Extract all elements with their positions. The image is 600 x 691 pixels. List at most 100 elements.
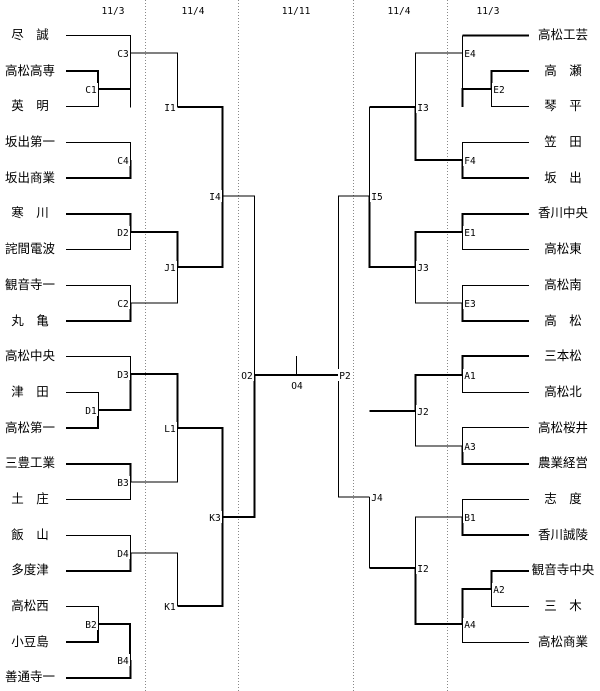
svg-text:J3: J3 [417,263,428,274]
match-label-b1: B1 [463,511,477,524]
svg-text:D2: D2 [117,228,128,239]
match-label-i2: I2 [416,562,430,575]
svg-text:J2: J2 [417,407,428,418]
team-name: 善通寺一 [5,669,55,684]
team-name: 寒 川 [11,205,49,220]
svg-text:I1: I1 [164,103,176,114]
svg-text:E4: E4 [464,49,476,60]
team-name: 観音寺一 [5,277,55,292]
match-label-d1: D1 [84,404,98,417]
svg-text:B4: B4 [117,656,129,667]
match-label-l1: L1 [163,422,177,435]
date-left-round1: 11/3 [102,6,125,17]
team-name: 丸 亀 [11,313,49,328]
svg-text:E3: E3 [464,299,475,310]
left-teams: 尽 誠 高松高専 英 明 坂出第一 坂出商業 寒 川 詫間電波 観音寺一 丸 亀… [5,27,56,684]
team-name: 志 度 [544,491,582,506]
date-right-round1: 11/3 [477,6,500,17]
match-label-b2: B2 [84,618,98,631]
svg-text:A2: A2 [493,585,504,596]
svg-text:A4: A4 [464,620,476,631]
team-name: 土 庄 [11,491,49,506]
team-name: 高松東 [544,241,582,256]
match-label-c4: C4 [116,154,130,167]
match-label-p2: P2 [338,369,352,382]
winner-lines [66,34,529,679]
team-name: 三本松 [544,348,582,363]
team-name: 高松南 [544,277,582,292]
svg-text:A1: A1 [464,371,476,382]
team-name: 高松北 [544,384,582,399]
match-label-o2: O2 [240,369,254,382]
svg-text:F4: F4 [464,156,476,167]
svg-text:J4: J4 [371,493,383,504]
team-name: 琴 平 [544,98,582,113]
team-name: 尽 誠 [11,27,49,42]
team-name: 飯 山 [11,527,49,542]
team-name: 高松第一 [5,420,55,435]
date-right-round2: 11/4 [388,6,411,17]
right-teams: 高松工芸 高 瀬 琴 平 笠 田 坂 出 香川中央 高松東 高松南 高 松 三本… [532,27,595,649]
match-label-i3: I3 [416,101,430,114]
match-label-f4: F4 [463,154,477,167]
team-name: 多度津 [11,562,49,577]
team-name: 高 瀬 [544,63,582,78]
match-label-i4: I4 [208,190,222,203]
team-name: 三豊工業 [5,455,56,470]
team-name: 笠 田 [544,134,582,149]
match-label-a2: A2 [492,583,506,596]
match-label-i5: I5 [370,190,384,203]
svg-text:B3: B3 [117,478,128,489]
svg-text:P2: P2 [339,371,350,382]
team-name: 香川中央 [538,205,589,220]
date-final: 11/11 [282,6,311,17]
match-label-e2: E2 [492,83,506,96]
bracket-lines [66,35,529,643]
svg-text:D4: D4 [117,549,129,560]
match-label-j1: J1 [163,261,177,274]
match-label-c3: C3 [116,47,130,60]
team-name: 農業経営 [538,455,588,470]
team-name: 高松西 [11,598,49,613]
svg-text:K1: K1 [164,602,176,613]
team-name: 高 松 [544,313,582,328]
svg-text:K3: K3 [209,513,220,524]
match-label-j4: J4 [370,491,384,504]
svg-text:E2: E2 [493,85,504,96]
match-label-j3: J3 [416,261,430,274]
team-name: 坂 出 [544,170,582,185]
team-name: 津 田 [11,384,49,399]
svg-text:A3: A3 [464,442,475,453]
svg-text:I4: I4 [209,192,221,203]
svg-text:D3: D3 [117,370,128,381]
team-name: 坂出商業 [5,170,56,185]
svg-text:B1: B1 [464,513,476,524]
svg-text:I3: I3 [417,103,428,114]
team-name: 小豆島 [11,634,49,649]
match-label-b3: B3 [116,476,130,489]
svg-text:C2: C2 [117,299,128,310]
svg-text:O2: O2 [241,371,252,382]
match-label-d2: D2 [116,226,130,239]
match-label-a4: A4 [463,618,477,631]
team-name: 三 木 [544,598,582,613]
match-label-i1: I1 [163,101,177,114]
team-name: 英 明 [11,98,49,113]
match-label-d4: D4 [116,547,130,560]
svg-text:C1: C1 [85,85,97,96]
date-header: 11/3 11/4 11/11 11/4 11/3 [102,6,500,17]
match-label-k3: K3 [208,511,222,524]
match-label-a1: A1 [463,369,477,382]
match-labels: C3 C1 C4 D2 C2 D3 D1 B3 D4 B2 B4 I1 J1 L… [84,47,506,667]
match-label-d3: D3 [116,368,130,381]
svg-text:E1: E1 [464,228,476,239]
svg-text:L1: L1 [164,424,176,435]
match-label-e1: E1 [463,226,477,239]
team-name: 高松桜井 [538,420,588,435]
match-label-e3: E3 [463,297,477,310]
svg-text:I5: I5 [371,192,382,203]
match-label-e4: E4 [463,47,477,60]
date-left-round2: 11/4 [182,6,205,17]
team-name: 香川誠陵 [538,527,589,542]
